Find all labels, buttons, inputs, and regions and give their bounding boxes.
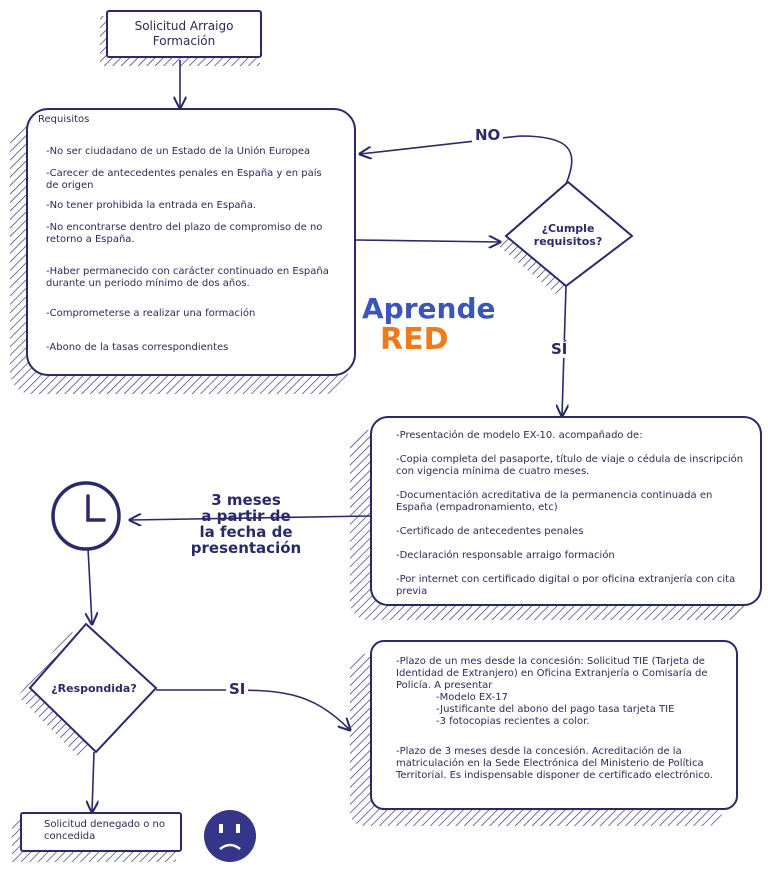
wait-line1: 3 meses	[211, 491, 281, 509]
requirement-item: -Carecer de antecedentes penales en Espa…	[46, 168, 322, 191]
connector-no-loop	[360, 135, 573, 185]
requirement-item: -No encontrarse dentro del plazo de comp…	[46, 222, 323, 245]
denied-box: Solicitud denegado o no concedida	[20, 812, 182, 852]
connector-documents-to-clock	[130, 516, 371, 520]
decision-answered-diamond	[28, 622, 158, 754]
wait-time-label: 3 meses a partir de la fecha de presenta…	[186, 492, 306, 556]
connector-decision-to-after-grant	[156, 689, 350, 730]
decision-requirements-line2: requisitos?	[533, 235, 603, 248]
decision-requirements-label: ¿Cumple requisitos?	[520, 222, 616, 248]
start-title-line1: Solicitud Arraigo	[134, 19, 234, 33]
requirements-box: Requisitos -No ser ciudadano de un Estad…	[26, 108, 356, 376]
requirement-item: -Haber permanecido con carácter continua…	[46, 266, 329, 289]
after-grant-second: -Plazo de 3 meses desde la concesión. Ac…	[396, 746, 713, 781]
decision-requirements-line1: ¿Cumple	[541, 222, 595, 235]
start-title-line2: Formación	[152, 34, 216, 48]
connector-decision-to-denied	[92, 751, 94, 812]
requirement-item: -No tener prohibida la entrada en España…	[46, 200, 257, 211]
edge-label-si: SI	[226, 680, 249, 698]
edge-label-no: NO	[472, 126, 504, 144]
start-box: Solicitud Arraigo Formación	[106, 10, 262, 58]
after-grant-subitem: -3 fotocopias recientes a color.	[436, 716, 590, 727]
document-item: -Documentación acreditativa de la perman…	[396, 490, 713, 513]
denied-text: Solicitud denegado o no concedida	[44, 819, 165, 842]
logo-wordmark-red: RED	[380, 322, 449, 357]
wait-line4: presentación	[190, 539, 302, 557]
wait-line3: la fecha de	[199, 523, 293, 541]
document-item: -Declaración responsable arraigo formaci…	[396, 550, 615, 561]
edge-label-yes: SÍ	[548, 340, 571, 358]
logo-wordmark-aprende: Aprende	[362, 292, 496, 325]
after-grant-intro: -Plazo de un mes desde la concesión: Sol…	[396, 656, 708, 691]
connector-clock-to-decision	[88, 547, 92, 624]
requirement-item: -Abono de la tasas correspondientes	[46, 342, 229, 353]
requirements-header: Requisitos	[38, 114, 90, 125]
document-item: -Copia completa del pasaporte, título de…	[396, 454, 744, 477]
requirement-item: -No ser ciudadano de un Estado de la Uni…	[46, 146, 311, 157]
connector-requirements-to-decision	[355, 240, 500, 242]
wait-line2: a partir de	[201, 507, 291, 525]
document-item: -Certificado de antecedentes penales	[396, 526, 584, 537]
decision-answered-label: ¿Respondida?	[51, 682, 137, 695]
after-grant-subitem: -Modelo EX-17	[436, 692, 508, 703]
sad-face-icon	[204, 810, 256, 862]
requirement-item: -Comprometerse a realizar una formación	[46, 308, 256, 319]
document-item: -Por internet con certificado digital o …	[396, 574, 736, 597]
documents-box: -Presentación de modelo EX-10. acompañad…	[370, 416, 762, 606]
after-grant-subitem: -Justificante del abono del pago tasa ta…	[436, 704, 675, 715]
after-grant-box: -Plazo de un mes desde la concesión: Sol…	[370, 640, 738, 810]
document-item: -Presentación de modelo EX-10. acompañad…	[396, 430, 643, 441]
clock-icon	[51, 481, 121, 551]
